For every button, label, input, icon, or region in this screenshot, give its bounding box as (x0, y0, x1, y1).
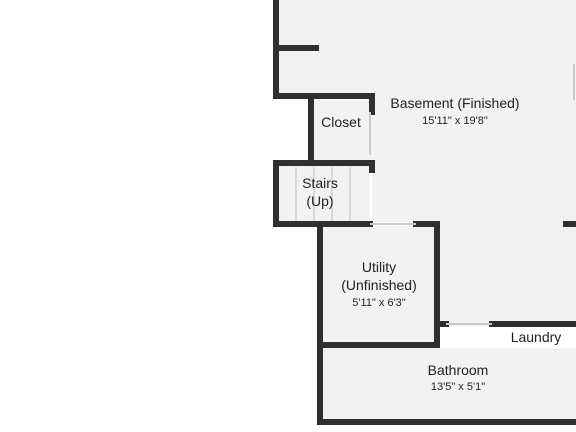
closet-label: Closet (321, 114, 361, 130)
basement-label: Basement (Finished) (390, 95, 519, 111)
bathroom-dims: 13'5" x 5'1" (431, 381, 485, 393)
basement-floor-lower (438, 222, 576, 326)
utility-label-line1: Utility (362, 259, 396, 275)
utility-dims: 5'11" x 6'3" (352, 297, 405, 309)
stairs-label-line2: (Up) (306, 193, 333, 209)
basement-floor-main (372, 96, 576, 222)
stair-treads (295, 167, 351, 222)
bathroom-floor (322, 348, 576, 422)
utility-label-line2: (Unfinished) (341, 277, 416, 293)
stairs-label-line1: Stairs (302, 175, 338, 191)
laundry-label: Laundry (511, 329, 562, 345)
walls (273, 0, 576, 425)
basement-dims: 15'11" x 19'8" (422, 115, 488, 127)
closet-floor (314, 100, 372, 163)
basement-floor (278, 0, 576, 96)
bathroom-label: Bathroom (428, 362, 489, 378)
floor-areas (278, 0, 576, 422)
openings (369, 64, 575, 325)
stairs-floor (278, 166, 370, 222)
utility-floor (322, 226, 436, 343)
